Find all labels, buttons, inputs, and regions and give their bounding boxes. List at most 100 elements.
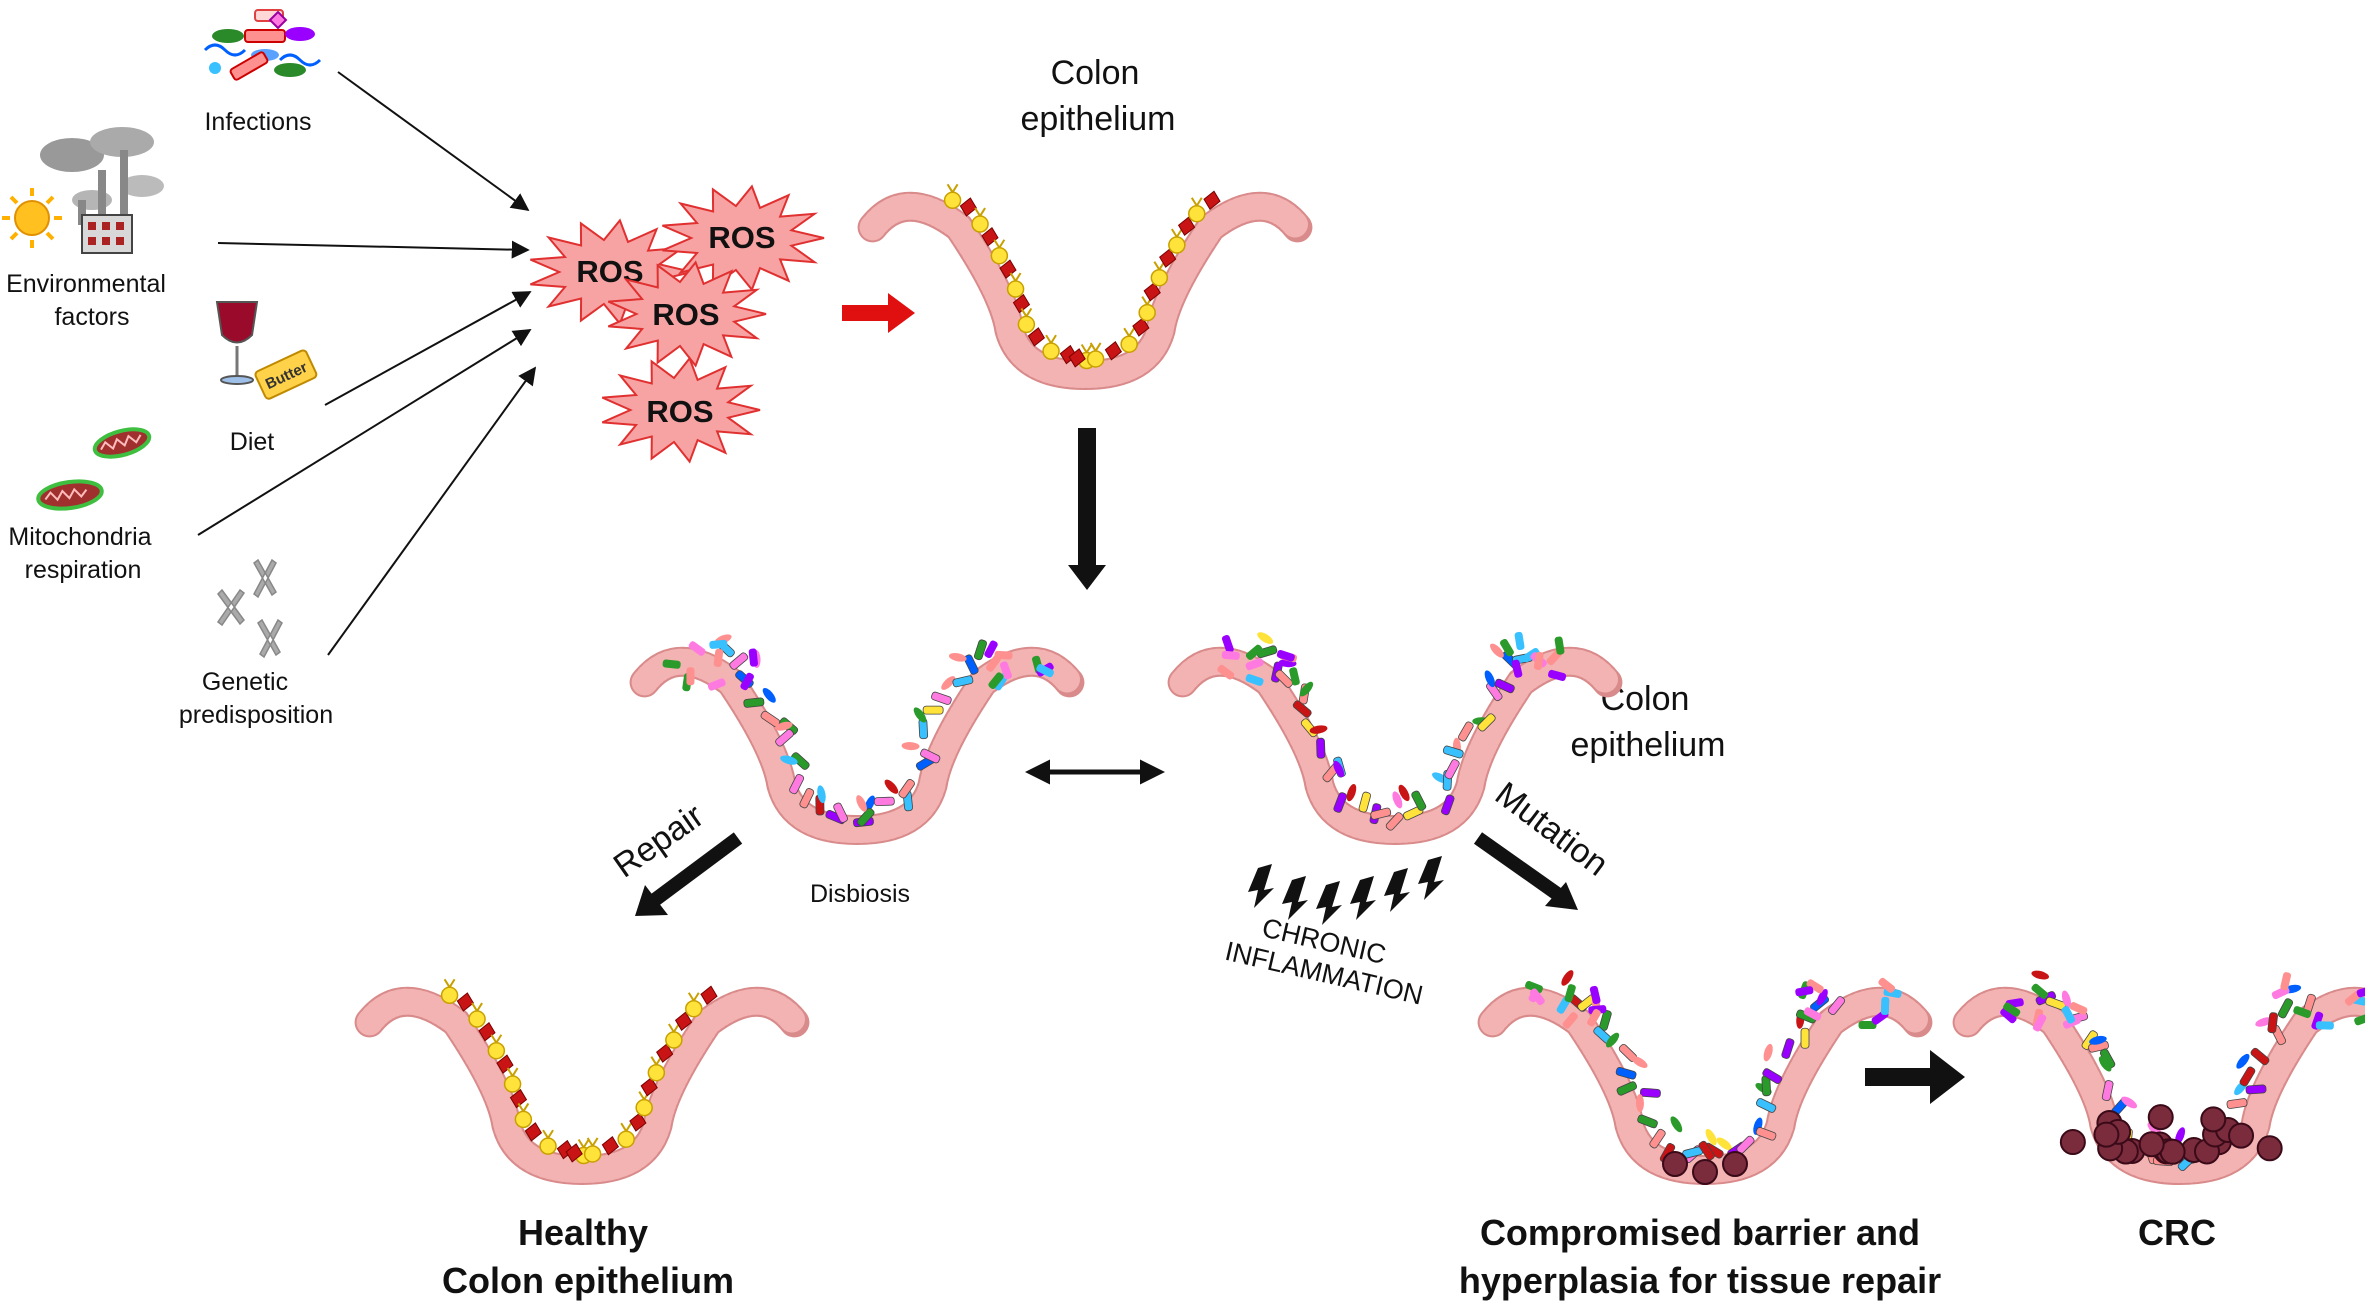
microbe <box>1827 996 1846 1016</box>
yellow-cell <box>617 1130 635 1148</box>
microbe <box>920 748 941 764</box>
inflammation-spike <box>1248 864 1274 908</box>
microbe <box>2245 1084 2267 1095</box>
microbe <box>1511 659 1523 678</box>
ros-cluster: ROS ROS ROS ROS <box>530 184 825 464</box>
microbe <box>2354 1013 2365 1026</box>
microbe <box>1289 667 1300 686</box>
microbe <box>2280 972 2292 991</box>
environmental-source: Environmental factors <box>2 127 166 331</box>
microbe <box>2239 1066 2256 1087</box>
microbe <box>1245 674 1264 686</box>
microbe <box>2061 1006 2076 1024</box>
microbe <box>688 641 706 656</box>
genetic-label-1: Genetic <box>202 668 288 696</box>
microbe <box>1637 1114 1658 1129</box>
microbe <box>1333 792 1348 813</box>
yellow-cell <box>583 1145 602 1163</box>
ros-burst-icon: ROS <box>662 184 825 292</box>
red-cell <box>1132 317 1150 337</box>
microbe <box>775 729 794 747</box>
microbe <box>2031 970 2049 980</box>
disbiosis-label: Disbiosis <box>810 880 910 908</box>
tumor-cell <box>1692 1159 1718 1185</box>
crypt-healthy-repaired <box>354 978 810 1186</box>
arrow-infections-to-ros <box>337 71 530 212</box>
red-cell <box>981 226 999 247</box>
red-cell <box>496 1054 514 1074</box>
microbe <box>1880 996 1890 1015</box>
red-cell <box>1177 216 1196 236</box>
microbe <box>1670 1116 1683 1133</box>
microbe <box>1763 1043 1773 1062</box>
yellow-cell <box>1168 236 1186 254</box>
yellow-cell <box>990 246 1009 265</box>
microbe <box>1806 979 1824 994</box>
red-cell <box>1027 327 1046 347</box>
microbe <box>774 721 793 731</box>
microbe <box>1036 664 1054 678</box>
microbe <box>994 650 1013 660</box>
ros-label-3: ROS <box>652 297 719 332</box>
environmental-label-1: Environmental <box>6 270 166 298</box>
microbe <box>2061 990 2072 1009</box>
tumor-cell <box>2147 1104 2174 1131</box>
mutation-label: Mutation <box>1488 775 1615 884</box>
microbe <box>2293 1006 2312 1019</box>
microbe <box>2277 998 2294 1019</box>
microbe <box>2098 1056 2112 1072</box>
microbe <box>1548 669 1567 681</box>
arrow-hyperplasia-to-crc <box>1865 1050 1965 1104</box>
yellow-cell <box>468 1010 486 1028</box>
red-cell <box>524 1122 543 1142</box>
microbe <box>884 779 899 794</box>
arrow-genetic-to-ros <box>327 366 537 656</box>
microbe <box>2226 1098 2248 1109</box>
infections-source: Infections <box>203 9 322 136</box>
microbe <box>931 691 952 705</box>
yellow-cell <box>647 1063 666 1082</box>
tumor-cell <box>2256 1135 2283 1162</box>
microbe <box>817 785 826 804</box>
microbe <box>1398 784 1410 802</box>
microbe <box>1800 1027 1810 1049</box>
microbe <box>1716 1137 1732 1151</box>
microbe <box>1635 1094 1644 1113</box>
red-cell <box>1012 293 1031 314</box>
diet-label: Diet <box>230 428 275 456</box>
tumor-cell <box>2093 1121 2120 1148</box>
ros-label-4: ROS <box>646 394 713 429</box>
microbe <box>762 687 776 703</box>
tumor-cell <box>1662 1151 1688 1177</box>
microbe <box>1484 670 1496 688</box>
microbe <box>1631 1056 1648 1068</box>
microbe <box>1816 989 1828 1006</box>
microbe <box>1309 725 1328 734</box>
microbe <box>1274 669 1294 688</box>
genetic-label-2: predisposition <box>179 701 333 729</box>
yellow-cell <box>440 986 459 1005</box>
environmental-label-2: factors <box>54 303 129 331</box>
microbe <box>2031 983 2048 999</box>
butter-icon: Butter <box>254 349 318 400</box>
microbe <box>1878 977 1896 993</box>
yellow-cell <box>1086 350 1105 368</box>
inflammation-spike <box>1350 876 1376 920</box>
microbe <box>2000 1007 2017 1024</box>
mitochondria-label-1: Mitochondria <box>8 523 151 551</box>
bacteria-icon <box>203 9 322 81</box>
red-cell <box>509 1088 528 1109</box>
yellow-cell <box>635 1098 653 1117</box>
microbe <box>1333 760 1345 778</box>
microbe <box>1494 678 1515 694</box>
microbe <box>1514 631 1525 651</box>
factory-icon <box>40 127 164 254</box>
sun-icon <box>2 188 62 248</box>
red-cell <box>999 259 1017 279</box>
tumor-cell <box>2228 1122 2255 1149</box>
yellow-cell <box>1188 204 1206 223</box>
microbe <box>864 795 876 813</box>
microbe <box>856 808 875 827</box>
microbe <box>948 652 967 662</box>
